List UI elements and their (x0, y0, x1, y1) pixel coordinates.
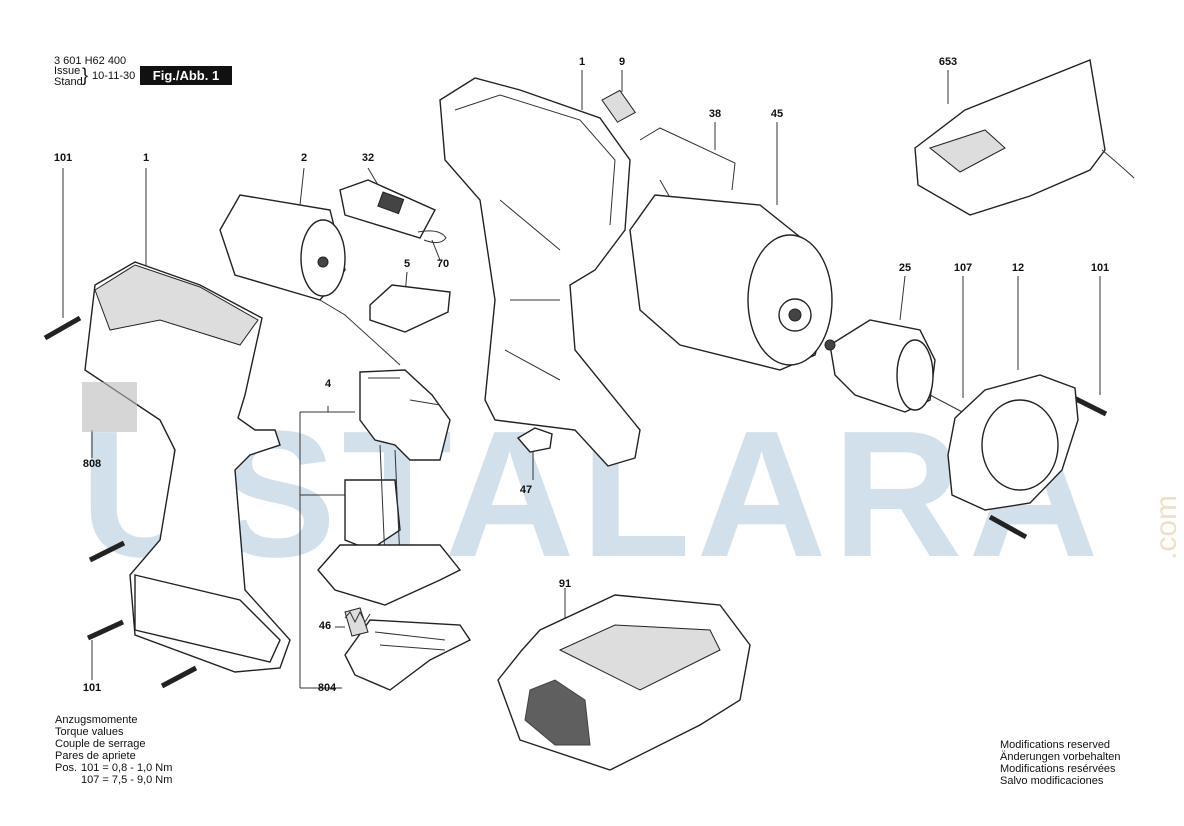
torque-pos-label: Pos. (55, 762, 78, 774)
torque-line-fr: Couple de serrage (55, 738, 146, 750)
torque-line-en: Torque values (55, 726, 124, 738)
notice-line-es: Salvo modificaciones (1000, 775, 1104, 787)
torque-values-block: Anzugsmomente Torque values Couple de se… (55, 714, 172, 786)
issue-date: 10-11-30 (92, 70, 136, 82)
notice-line-en: Modifications reserved (1000, 739, 1111, 751)
part-label-70: 70 (436, 258, 450, 270)
part-number: 3 601 H62 400 (54, 55, 127, 67)
part-label-45: 45 (770, 108, 784, 120)
torque-row-107: 107 = 7,5 - 9,0 Nm (81, 774, 173, 786)
part-label-804: 804 (317, 682, 337, 694)
part-label-2: 2 (300, 152, 308, 164)
part-label-1-left: 1 (142, 152, 150, 164)
part-label-9: 9 (618, 56, 626, 68)
issue-label: Issue (54, 65, 81, 77)
torque-row-101: 101 = 0,8 - 1,0 Nm (81, 762, 173, 774)
notice-line-de: Änderungen vorbehalten (1000, 751, 1121, 763)
part-label-38: 38 (708, 108, 722, 120)
part-label-32: 32 (361, 152, 375, 164)
part-label-5: 5 (403, 258, 411, 270)
stand-label: Stand (54, 76, 83, 88)
part-label-808: 808 (82, 458, 102, 470)
part-label-91: 91 (558, 578, 572, 590)
torque-line-es: Pares de apriete (55, 750, 136, 762)
brace-glyph: } (82, 65, 89, 85)
part-label-101-top: 101 (53, 152, 73, 164)
part-label-25: 25 (898, 262, 912, 274)
part-label-101-bottom: 101 (82, 682, 102, 694)
part-label-653: 653 (938, 56, 958, 68)
part-label-107: 107 (953, 262, 973, 274)
figure-title: Fig./Abb. 1 (140, 66, 232, 85)
part-label-46: 46 (318, 620, 332, 632)
torque-line-de: Anzugsmomente (55, 714, 138, 726)
part-label-1-right: 1 (578, 56, 586, 68)
part-label-47: 47 (519, 484, 533, 496)
part-label-4: 4 (324, 378, 332, 390)
modifications-notice: Modifications reserved Änderungen vorbeh… (1000, 739, 1120, 787)
part-label-101-right: 101 (1090, 262, 1110, 274)
part-label-12: 12 (1011, 262, 1025, 274)
notice-line-fr: Modifications resérvées (1000, 763, 1116, 775)
